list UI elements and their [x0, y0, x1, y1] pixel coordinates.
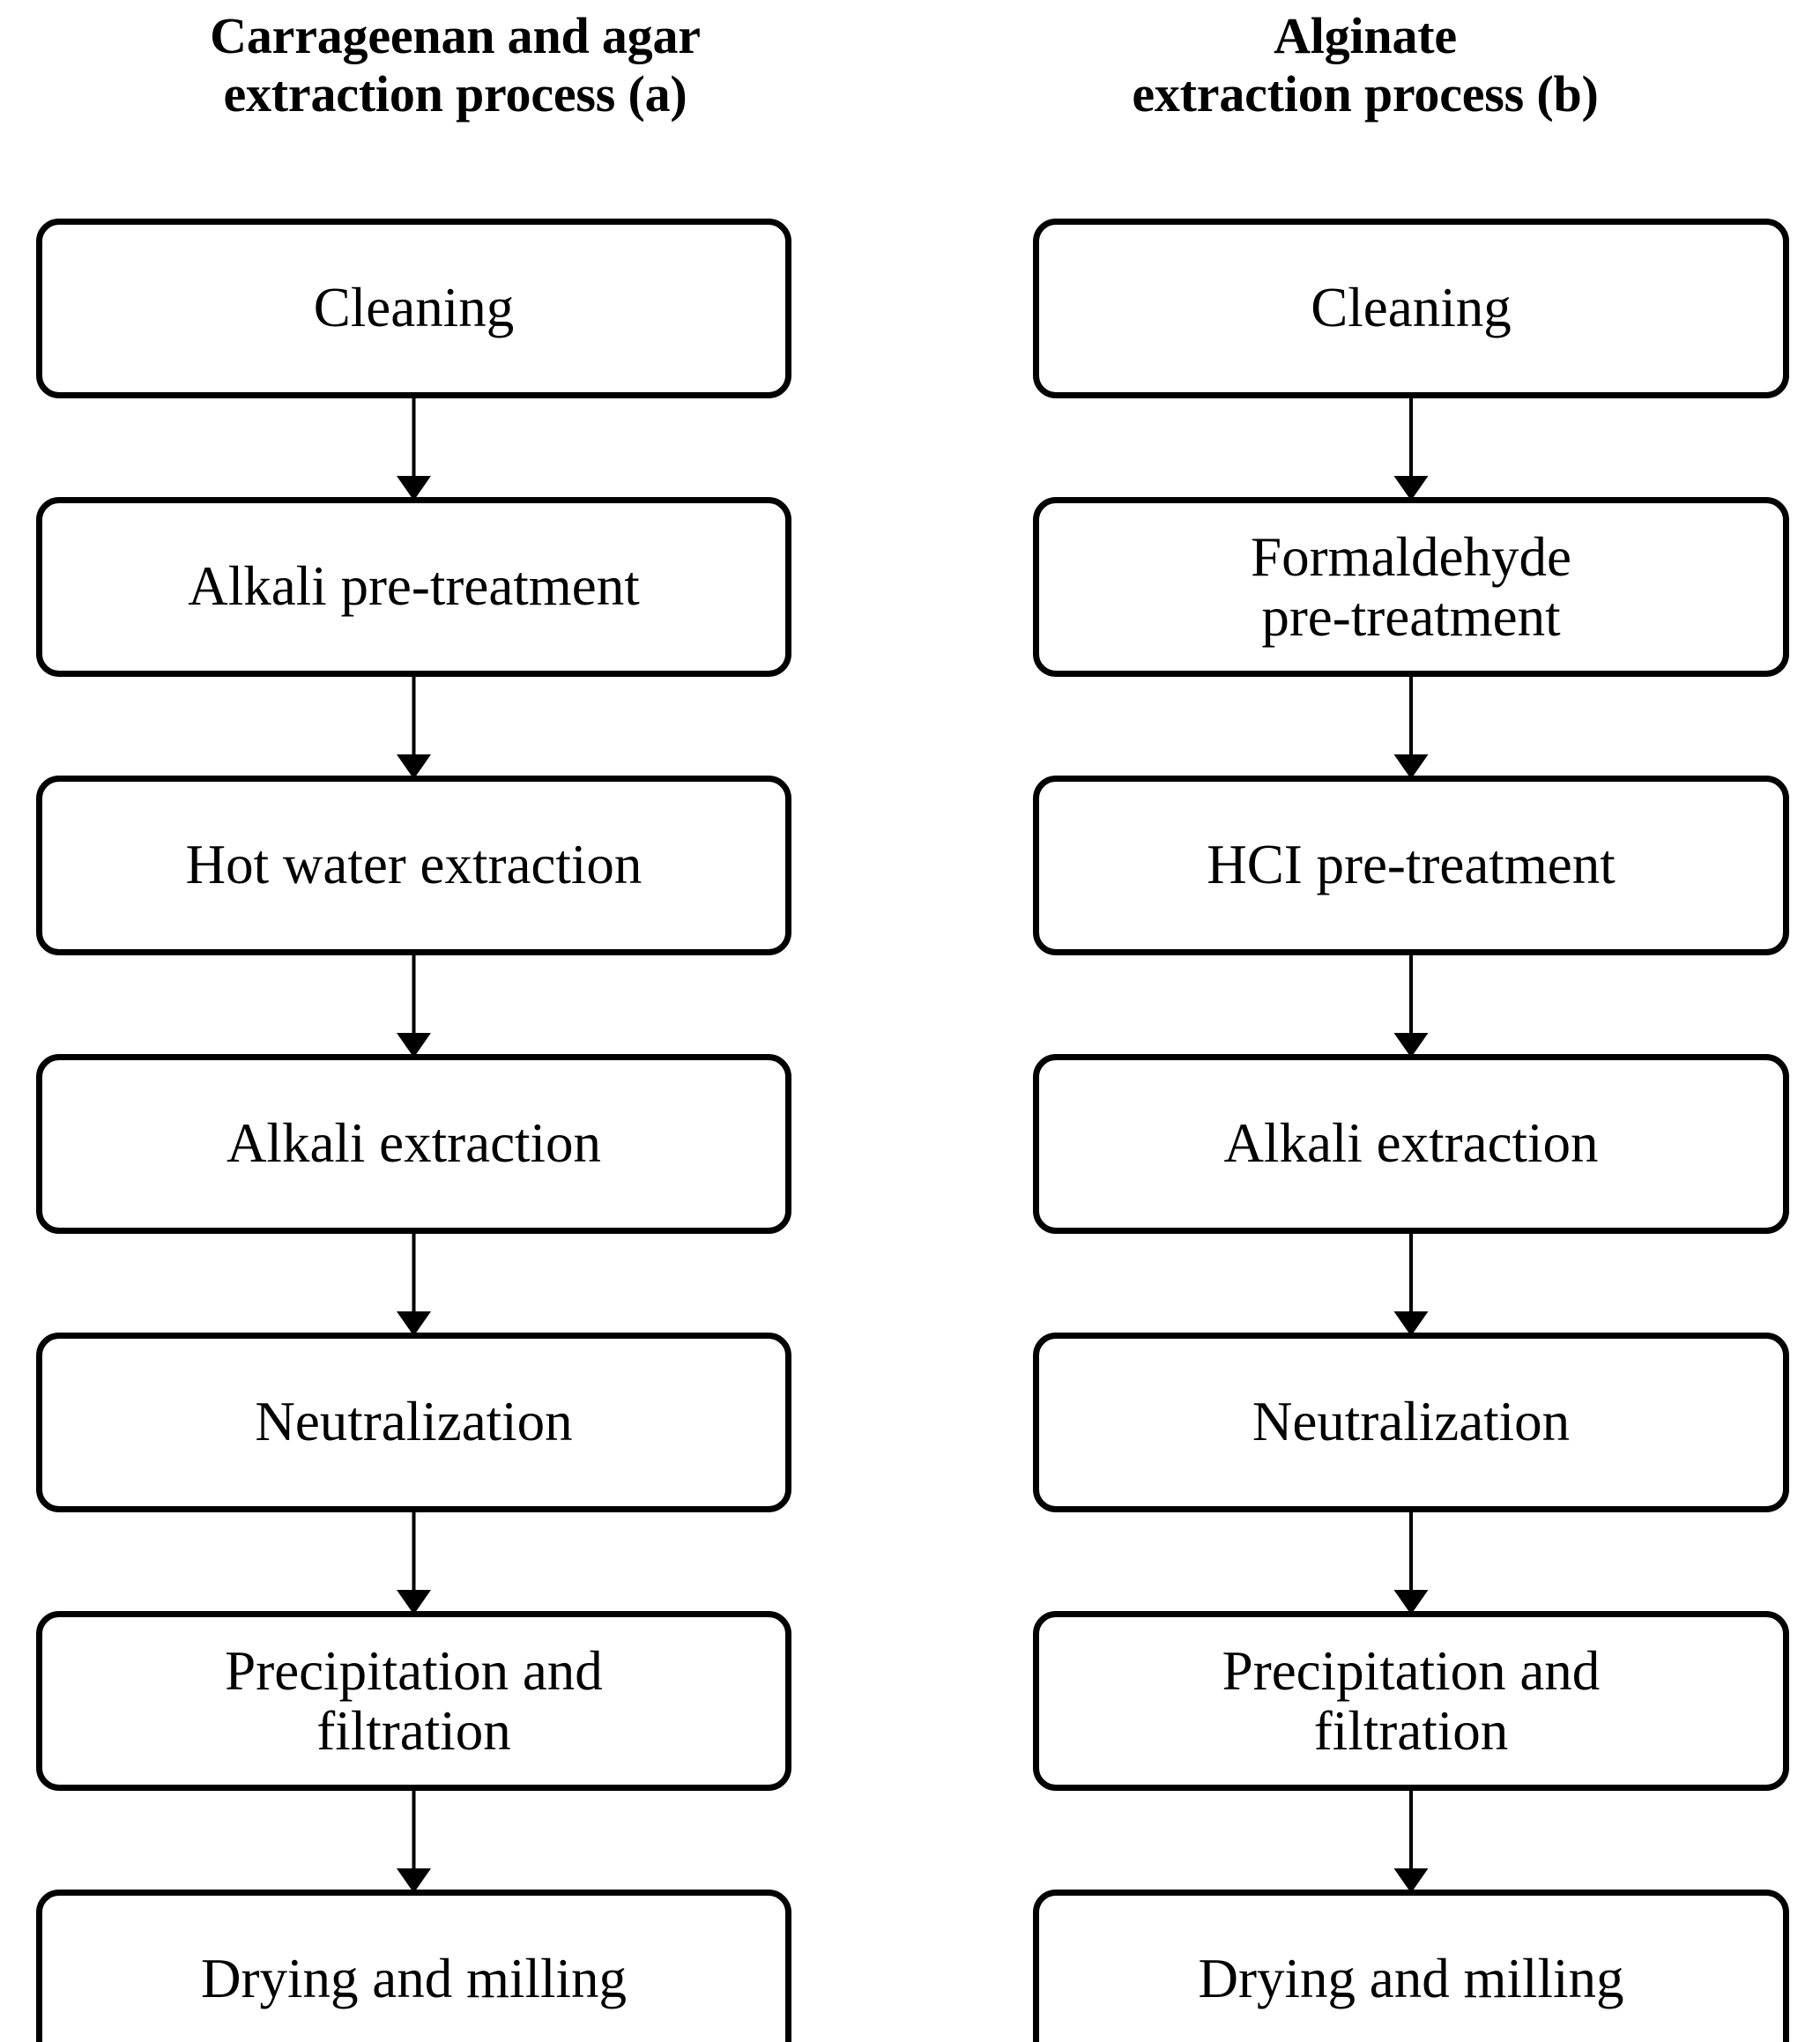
flow-arrow-a-6	[36, 1787, 791, 1893]
process-node-precipitation-filtration-a[interactable]: Precipitation and filtration	[36, 1611, 791, 1791]
flow-arrow-b-3	[1033, 952, 1789, 1058]
flow-arrow-b-2	[1033, 673, 1789, 779]
process-node-alkali-pretreatment-a[interactable]: Alkali pre-treatment	[36, 497, 791, 677]
process-node-alkali-extraction-b[interactable]: Alkali extraction	[1033, 1054, 1789, 1234]
column-a-title-line-2: extraction process (a)	[223, 64, 687, 123]
process-column-carrageenan-agar: Carrageenan and agar extraction process …	[0, 7, 910, 2042]
process-node-label: Neutralization	[1252, 1391, 1571, 1453]
flow-arrow-b-1	[1033, 395, 1789, 501]
process-node-hot-water-extraction-a[interactable]: Hot water extraction	[36, 776, 791, 955]
flow-arrow-a-4	[36, 1230, 791, 1336]
process-node-label: Drying and milling	[201, 1948, 627, 2010]
process-node-drying-milling-a[interactable]: Drying and milling	[36, 1890, 791, 2042]
process-node-label: Alkali pre-treatment	[188, 555, 640, 618]
process-node-label: Neutralization	[255, 1391, 573, 1453]
column-a-title-line-1: Carrageenan and agar	[210, 7, 701, 64]
process-node-label: Cleaning	[1311, 277, 1512, 339]
flow-arrow-a-2	[36, 673, 791, 779]
flow-arrow-a-3	[36, 952, 791, 1058]
flow-arrow-b-5	[1033, 1509, 1789, 1615]
process-node-neutralization-a[interactable]: Neutralization	[36, 1333, 791, 1512]
process-node-drying-milling-b[interactable]: Drying and milling	[1033, 1890, 1789, 2042]
process-node-label: HCI pre-treatment	[1207, 834, 1616, 896]
column-b-title-line-2: extraction process (b)	[1132, 64, 1599, 123]
flow-arrow-b-4	[1033, 1230, 1789, 1336]
process-node-label: Drying and milling	[1198, 1948, 1624, 2010]
process-node-label: Alkali extraction	[226, 1112, 602, 1175]
process-node-label: Hot water extraction	[185, 834, 643, 896]
flow-arrow-a-1	[36, 395, 791, 501]
process-node-formaldehyde-pretreatment-b[interactable]: Formaldehyde pre-treatment	[1033, 497, 1789, 677]
process-node-neutralization-b[interactable]: Neutralization	[1033, 1333, 1789, 1512]
process-node-label: Precipitation and filtration	[1222, 1639, 1601, 1762]
column-a-flow-stack: Cleaning Alkali pre-treatment Hot water …	[36, 219, 791, 2042]
process-column-alginate: Alginate extraction process (b) Cleaning…	[910, 0, 1820, 2042]
process-node-label: Precipitation and filtration	[225, 1639, 603, 1762]
process-node-label: Formaldehyde pre-treatment	[1251, 525, 1571, 648]
flow-arrow-a-5	[36, 1509, 791, 1615]
column-b-flow-stack: Cleaning Formaldehyde pre-treatment HCI …	[1033, 219, 1789, 2042]
process-node-cleaning-b[interactable]: Cleaning	[1033, 219, 1789, 398]
column-b-title: Alginate extraction process (b)	[910, 7, 1820, 123]
column-a-title: Carrageenan and agar extraction process …	[0, 7, 910, 123]
column-b-title-line-1: Alginate	[1274, 7, 1457, 64]
flow-arrow-b-6	[1033, 1787, 1789, 1893]
process-node-alkali-extraction-a[interactable]: Alkali extraction	[36, 1054, 791, 1234]
process-node-label: Alkali extraction	[1223, 1112, 1599, 1175]
process-node-label: Cleaning	[313, 277, 515, 339]
process-node-hci-pretreatment-b[interactable]: HCI pre-treatment	[1033, 776, 1789, 955]
process-node-cleaning-a[interactable]: Cleaning	[36, 219, 791, 398]
process-node-precipitation-filtration-b[interactable]: Precipitation and filtration	[1033, 1611, 1789, 1791]
